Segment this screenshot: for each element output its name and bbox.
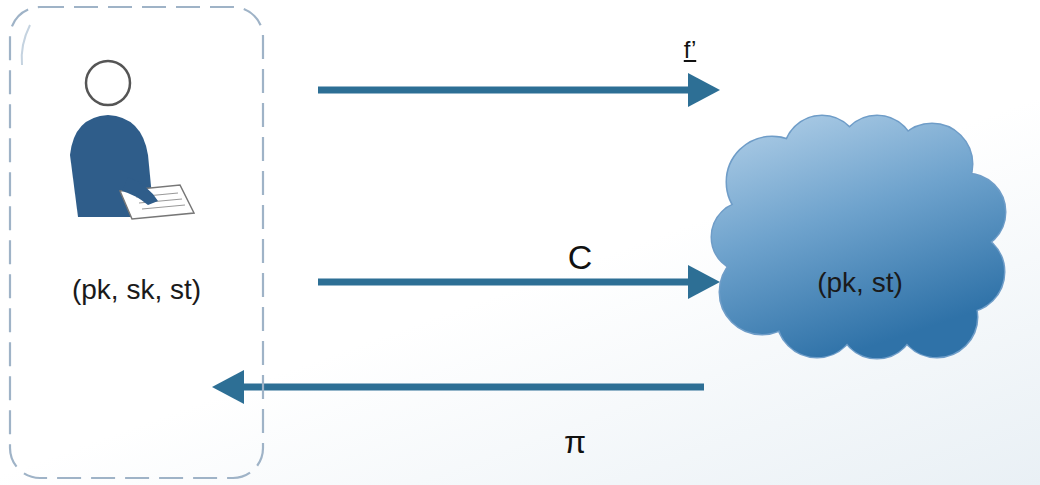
message-label: C <box>568 238 593 277</box>
client-box: (pk, sk, st) <box>8 5 265 480</box>
message-arrow <box>318 73 720 107</box>
message-arrow <box>318 265 720 299</box>
key-label: (pk, sk, st) <box>72 274 201 306</box>
message-label: π <box>564 424 586 461</box>
message-label: f’ <box>684 36 696 64</box>
cloud-shape <box>712 112 1008 360</box>
key-label: (pk, st) <box>817 267 903 299</box>
message-arrow <box>212 370 704 404</box>
person-icon <box>8 5 265 480</box>
cloud-server: (pk, st) <box>712 112 1008 360</box>
